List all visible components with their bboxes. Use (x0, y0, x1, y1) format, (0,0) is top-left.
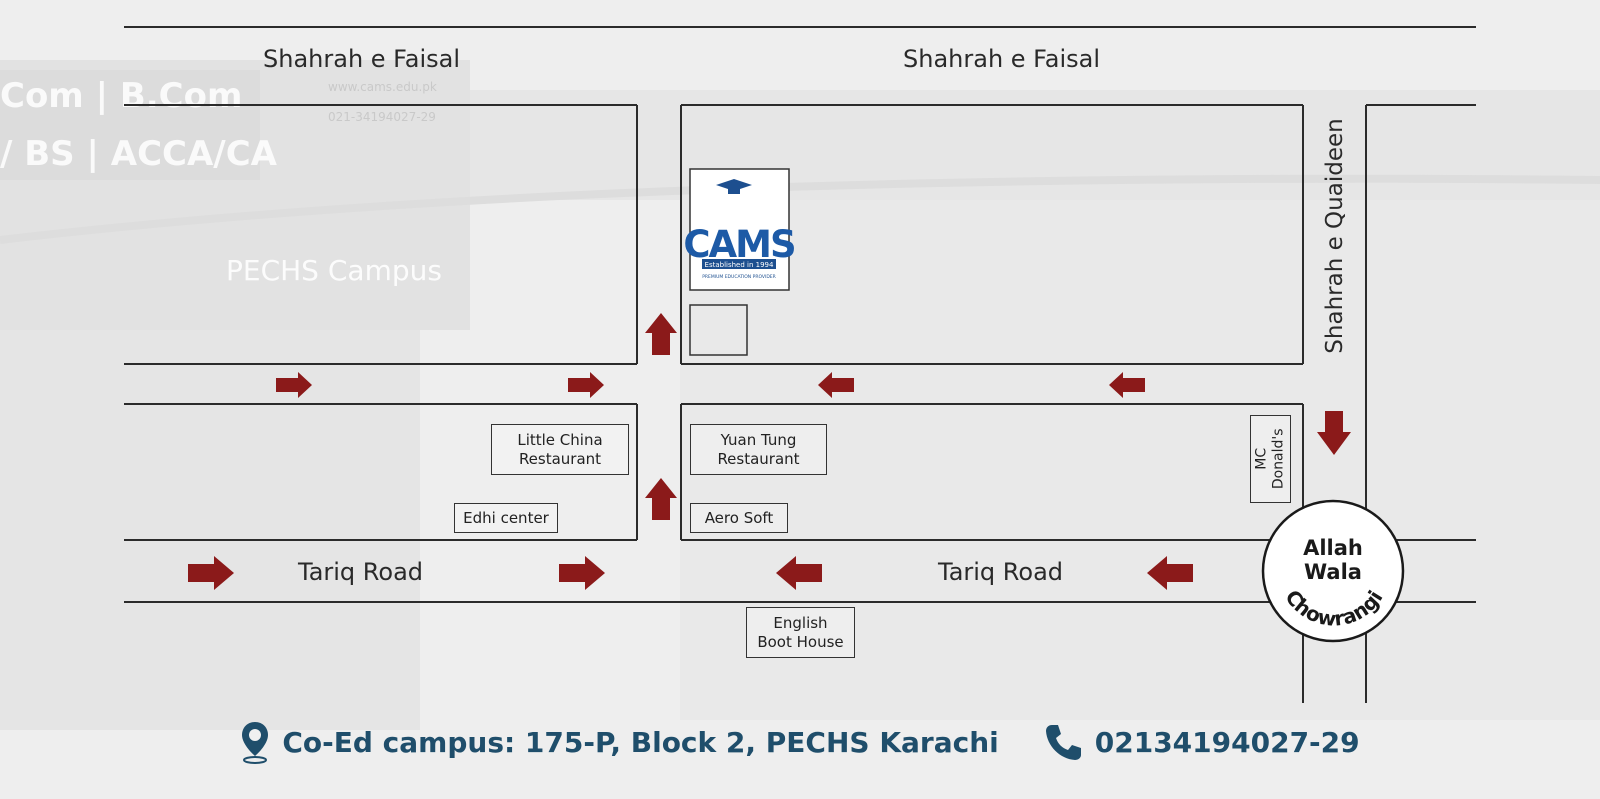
arrow-right (188, 556, 234, 590)
arrow-left (1147, 556, 1193, 590)
svg-text:CAMS: CAMS (683, 223, 794, 266)
map-pin-icon (242, 722, 269, 764)
bg-sign-line2: / BS | ACCA/CA (0, 134, 277, 174)
road-label-tariq-road-left: Tariq Road (298, 558, 424, 586)
arrow-down (1317, 411, 1351, 455)
arrow-up (645, 313, 677, 355)
svg-text:PREMIUM EDUCATION PROVIDER: PREMIUM EDUCATION PROVIDER (702, 274, 776, 280)
cams-logo: CAMS Established in 1994 PREMIUM EDUCATI… (683, 168, 797, 291)
arrow-right (559, 556, 605, 590)
bg-sign-line1: Com | B.Com (0, 76, 243, 116)
arrow-up (645, 478, 677, 520)
footer-contact: Co-Ed campus: 175-P, Block 2, PECHS Kara… (0, 712, 1600, 772)
bg-sign-web: www.cams.edu.pk (328, 80, 437, 94)
phone-icon (1045, 725, 1081, 760)
bg-sign-campus: PECHS Campus (226, 254, 442, 287)
arrow-left (818, 372, 854, 398)
road-label-shahrah-faisal-left: Shahrah e Faisal (263, 45, 461, 73)
building-box (689, 304, 748, 356)
road-label-shahrah-quaideen: Shahrah e Quaideen (1322, 118, 1348, 354)
footer-phone-text: 02134194027-29 (1094, 725, 1360, 759)
arrow-right (276, 372, 312, 398)
footer-phone: 02134194027-29 (1043, 722, 1360, 762)
road-label-tariq-road-right: Tariq Road (938, 558, 1064, 586)
graduation-cap-icon (716, 179, 752, 191)
roundabout-circle (1261, 499, 1405, 643)
svg-text:Established in 1994: Established in 1994 (705, 261, 774, 269)
landmark-edhi-center: Edhi center (454, 503, 558, 533)
arrow-left (776, 556, 822, 590)
footer-address: Co-Ed campus: 175-P, Block 2, PECHS Kara… (240, 720, 999, 764)
landmark-aero-soft: Aero Soft (690, 503, 788, 533)
bg-sign-phone: 021-34194027-29 (328, 110, 436, 124)
arrow-right (568, 372, 604, 398)
footer-address-text: Co-Ed campus: 175-P, Block 2, PECHS Kara… (282, 725, 999, 759)
arrow-left (1109, 372, 1145, 398)
road-label-shahrah-faisal-right: Shahrah e Faisal (903, 45, 1101, 73)
